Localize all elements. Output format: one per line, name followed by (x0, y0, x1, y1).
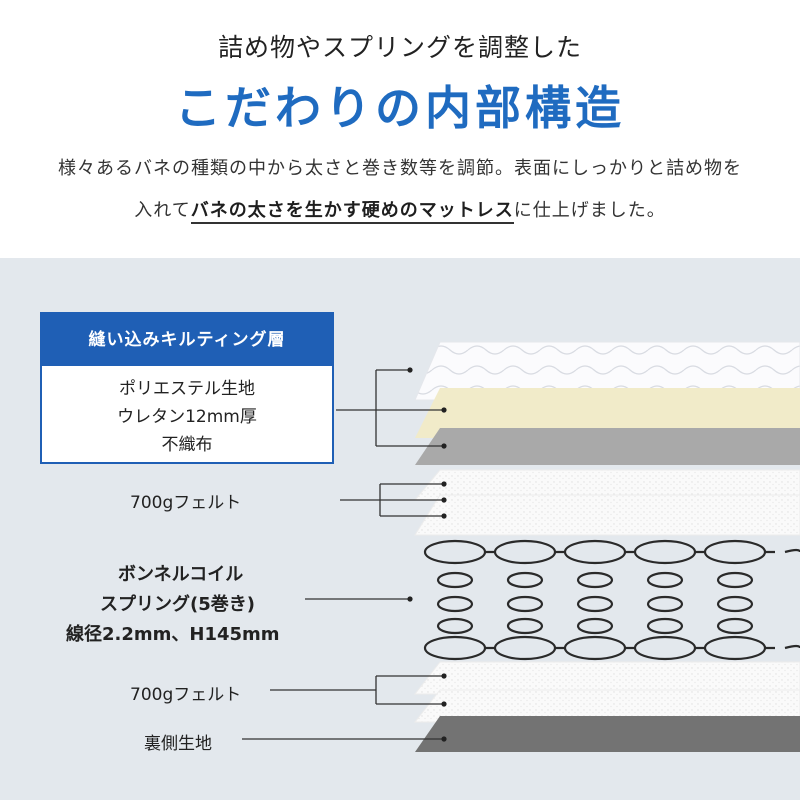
quilting-heading: 縫い込みキルティング層 (42, 314, 332, 366)
layer-felt-top-2 (414, 494, 800, 536)
quilting-layer-box: 縫い込みキルティング層 ポリエステル生地 ウレタン12mm厚 不織布 (40, 312, 334, 464)
intro-section: 詰め物やスプリングを調整した こだわりの内部構造 様々あるバネの種類の中から太さ… (0, 0, 800, 258)
quilting-item-urethane: ウレタン12mm厚 (117, 407, 257, 427)
mattress-layer-diagram (242, 341, 800, 752)
bonnell-coils (423, 539, 800, 661)
label-back-fabric: 裏側生地 (144, 734, 212, 754)
quilting-item-polyester: ポリエステル生地 (119, 379, 255, 399)
description-line-2: 入れてバネの太さを生かす硬めのマットレスに仕上げました。 (0, 196, 800, 224)
layer-back-fabric (415, 716, 800, 752)
label-coil-turns: スプリング(5巻き) (100, 594, 255, 615)
leader-lines (242, 369, 444, 740)
layer-felt-bottom-2 (413, 689, 800, 723)
layer-felt-top-1 (413, 469, 800, 501)
leader-dots (407, 367, 447, 742)
page-title: こだわりの内部構造 (175, 81, 625, 135)
label-coil-spec: 線径2.2mm、H145mm (66, 624, 280, 645)
description-suffix: に仕上げました。 (513, 200, 666, 221)
label-coil-name: ボンネルコイル (118, 564, 244, 585)
layer-nonwoven (415, 428, 800, 465)
description-prefix: 入れて (134, 200, 191, 221)
description-highlight: バネの太さを生かす硬めのマットレス (190, 200, 514, 224)
label-felt-bottom: 700gフェルト (130, 685, 242, 705)
layer-felt-bottom-1 (413, 661, 800, 695)
description-line-1: 様々あるバネの種類の中から太さと巻き数等を調節。表面にしっかりと詰め物を (58, 158, 742, 179)
label-felt-top: 700gフェルト (130, 493, 242, 513)
quilting-item-nonwoven: 不織布 (161, 435, 213, 455)
layer-urethane (415, 388, 800, 438)
layer-polyester-fabric (414, 341, 800, 401)
subtitle: 詰め物やスプリングを調整した (217, 33, 582, 62)
